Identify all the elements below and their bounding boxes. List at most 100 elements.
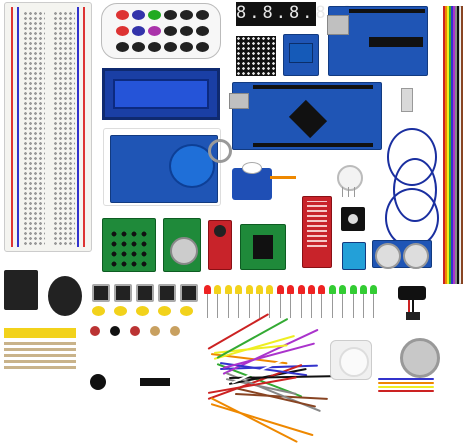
- jumper-wires: [202, 313, 339, 443]
- arduino-uno: [327, 6, 428, 76]
- remote-button: [116, 42, 129, 52]
- remote-power-button: [116, 10, 129, 20]
- joystick-cap: [48, 276, 82, 316]
- led-leg: [279, 294, 281, 318]
- rfid-card-tag: [169, 144, 215, 188]
- ultrasonic-eye: [375, 243, 401, 269]
- remote-button: [148, 42, 161, 52]
- led: [266, 285, 274, 294]
- led: [245, 285, 253, 294]
- ir-remote: [101, 3, 221, 59]
- servo-horn: [242, 162, 262, 174]
- led-leg: [352, 294, 354, 318]
- led: [204, 285, 211, 294]
- led: [256, 285, 263, 294]
- led-dot-matrix: [236, 36, 276, 76]
- breadboard: [4, 2, 92, 252]
- remote-button: [116, 26, 129, 36]
- dc-plug: [406, 312, 420, 320]
- remote-button: [196, 26, 209, 36]
- remote-button: [164, 42, 177, 52]
- ultrasonic-sensor: [372, 240, 432, 269]
- flame-sensor-small: [341, 207, 365, 231]
- rfid-module: [103, 128, 221, 206]
- led-leg: [363, 294, 364, 318]
- led-leg: [217, 294, 219, 318]
- resistor-tape: [4, 328, 76, 338]
- push-buttons: [92, 284, 202, 302]
- buzzer: [90, 374, 106, 390]
- remote-button: [180, 10, 193, 20]
- led-leg: [238, 294, 240, 318]
- led-leg: [259, 294, 260, 318]
- water-sensor: [302, 196, 332, 268]
- stepper-motor: [378, 338, 440, 398]
- jumper-wire: [210, 397, 298, 443]
- led: [308, 285, 315, 294]
- remote-button: [148, 26, 161, 36]
- rtc-module: [163, 218, 201, 272]
- stepper-driver: [240, 224, 286, 270]
- microcontroller-chip: [288, 99, 328, 139]
- remote-button: [132, 26, 145, 36]
- remote-button: [132, 10, 145, 20]
- led-leg: [300, 294, 302, 318]
- lcd-screen: [113, 79, 209, 109]
- sound-sensor: [208, 220, 232, 270]
- arduino-mega: [229, 82, 382, 150]
- photoresistors: [86, 326, 196, 366]
- remote-button: [196, 42, 209, 52]
- usb-a-plug: [401, 88, 413, 112]
- led: [360, 285, 367, 294]
- button-caps: [92, 306, 202, 320]
- remote-button: [164, 10, 177, 20]
- relay-module: [283, 34, 319, 76]
- stepper-body: [400, 338, 440, 378]
- ultrasonic-eye: [403, 243, 429, 269]
- servo-motor: [232, 162, 296, 200]
- led: [287, 285, 295, 294]
- remote-button: [180, 42, 193, 52]
- leds: [204, 285, 384, 321]
- led-leg: [227, 294, 229, 318]
- seven-segment-display: 8.8.8.8.8: [236, 2, 352, 26]
- led: [224, 285, 232, 294]
- led: [328, 285, 336, 294]
- seven-segment-digits: 8.8.8.8.8: [236, 3, 356, 23]
- potentiometer: [337, 165, 363, 197]
- rfid-key-tag: [206, 133, 232, 163]
- potentiometer-knob: [337, 165, 363, 191]
- led: [339, 285, 347, 294]
- pir-sensor: [330, 340, 372, 380]
- led: [318, 285, 326, 294]
- pir-dome: [339, 347, 369, 377]
- microcontroller-chip: [369, 37, 423, 47]
- resistors: [4, 328, 76, 372]
- led: [349, 285, 357, 294]
- battery-clip: [394, 286, 432, 324]
- led-leg: [373, 294, 375, 318]
- led-leg: [248, 294, 250, 318]
- led: [214, 285, 222, 294]
- remote-button: [148, 10, 161, 20]
- remote-button: [164, 26, 177, 36]
- led: [276, 285, 284, 294]
- remote-button: [180, 26, 193, 36]
- remote-button: [132, 42, 145, 52]
- ic-chip: [140, 378, 170, 386]
- led-leg: [269, 294, 271, 318]
- led-leg: [321, 294, 323, 318]
- keypad-module: [102, 218, 156, 272]
- led-leg: [290, 294, 292, 318]
- joystick-module: [4, 268, 82, 320]
- usb-b-port: [229, 93, 249, 109]
- led-leg: [342, 294, 344, 318]
- led: [370, 285, 378, 294]
- driver-chip: [253, 235, 273, 259]
- ribbon-jumper-cable: [443, 2, 463, 288]
- led-leg: [311, 294, 312, 318]
- led: [235, 285, 243, 294]
- coin-battery: [170, 237, 198, 265]
- usb-cable: [385, 88, 440, 248]
- led-leg: [331, 294, 333, 318]
